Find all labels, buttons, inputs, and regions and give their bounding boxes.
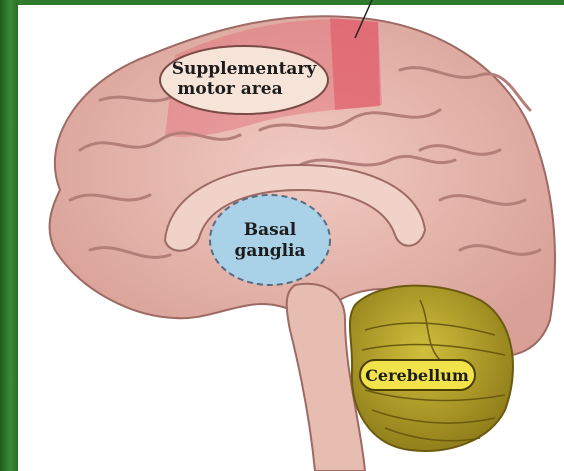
sma-label-line1: Supplementary <box>172 59 318 79</box>
basal-ganglia-region <box>210 195 330 285</box>
cerebellum-label: Cerebellum <box>365 366 469 385</box>
sma-label-line2: motor area <box>177 79 282 99</box>
basal-label-line2: ganglia <box>234 241 305 261</box>
sma-core <box>330 18 380 110</box>
basal-label-line1: Basal <box>244 220 297 240</box>
